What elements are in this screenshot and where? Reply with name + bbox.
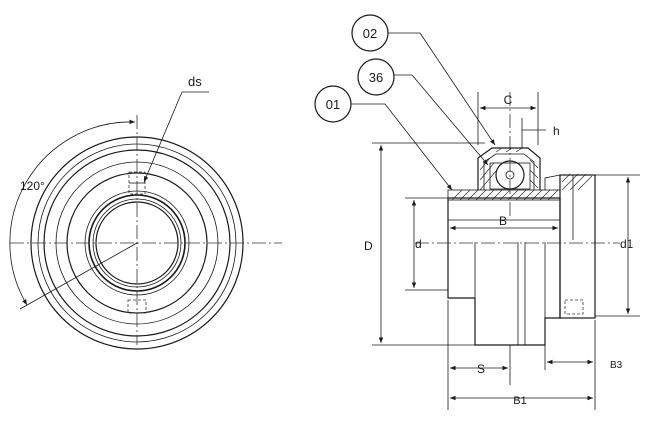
balloon-02 bbox=[351, 14, 389, 52]
dim-label-B3: B3 bbox=[610, 360, 623, 371]
balloon-01-label: 01 bbox=[326, 97, 340, 112]
side-section-view bbox=[350, 32, 640, 410]
dim-label-d: d bbox=[415, 237, 422, 251]
label-angle-120: 120° bbox=[20, 179, 45, 193]
balloon-02-label: 02 bbox=[363, 26, 377, 41]
dim-label-h: h bbox=[553, 124, 560, 138]
balloon-01 bbox=[314, 85, 352, 123]
dim-label-B1: B1 bbox=[513, 395, 526, 407]
dim-label-C: C bbox=[504, 93, 513, 107]
dim-label-B: B bbox=[499, 214, 507, 228]
label-ds: ds bbox=[188, 74, 202, 89]
balloon-36-label: 36 bbox=[369, 70, 383, 85]
dim-label-d1: d1 bbox=[620, 237, 634, 251]
front-view bbox=[9, 91, 282, 350]
balloon-36 bbox=[357, 58, 395, 96]
dim-label-S: S bbox=[477, 362, 485, 376]
dim-label-D: D bbox=[364, 239, 373, 253]
